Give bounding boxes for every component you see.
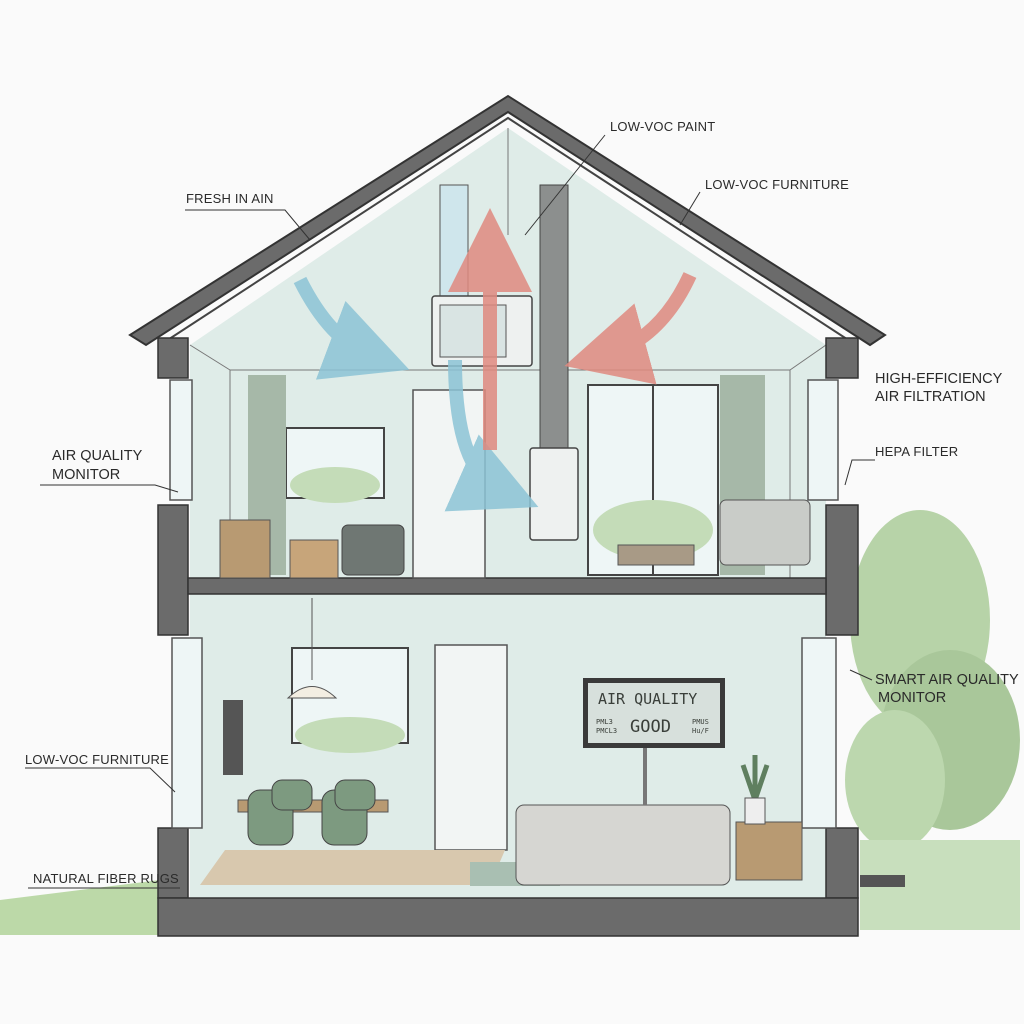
label-natural-fiber-rugs: NATURAL FIBER RUGS	[33, 871, 179, 886]
monitor-status: GOOD	[630, 717, 671, 737]
dining-chairs	[247, 779, 376, 846]
upper-door	[412, 389, 486, 579]
upper-sofa	[341, 524, 405, 576]
label-low-voc-paint: LOW-VOC PAINT	[610, 119, 715, 134]
sofa	[515, 804, 731, 886]
label-smart-monitor-line1: SMART AIR QUALITY	[875, 672, 1019, 688]
monitor-reading: Hu/F	[692, 727, 709, 735]
side-table	[289, 539, 339, 579]
shelf	[219, 519, 271, 579]
label-air-quality-monitor-line2: MONITOR	[52, 467, 120, 483]
label-air-quality-monitor-line1: AIR QUALITY	[52, 448, 143, 464]
bench-upper	[617, 544, 695, 566]
exhaust-duct	[539, 184, 569, 451]
airflow-arrows	[293, 208, 697, 512]
plant-pot	[744, 797, 766, 825]
hepa-filter-unit	[529, 447, 579, 541]
wall-art	[223, 700, 243, 775]
armchair	[719, 499, 811, 566]
leader-lines	[25, 134, 875, 889]
label-high-efficiency-line2: AIR FILTRATION	[875, 389, 986, 405]
side-windows	[169, 379, 839, 829]
label-fresh-air: FRESH IN AIN	[186, 191, 274, 206]
tv-cabinet	[735, 821, 803, 881]
monitor-reading: PML3	[596, 718, 613, 726]
rug-floor	[200, 850, 505, 885]
trees	[845, 510, 1020, 930]
lawn	[0, 880, 160, 935]
pendant-lamp	[286, 686, 338, 699]
lower-door	[434, 644, 508, 851]
label-smart-monitor-line2: MONITOR	[878, 690, 946, 706]
label-hepa-filter: HEPA FILTER	[875, 444, 958, 459]
smart-air-quality-monitor-screen: AIR QUALITY GOOD PML3 PMCL3 PMUS Hu/F	[583, 678, 725, 748]
monitor-title: AIR QUALITY	[598, 690, 697, 708]
label-low-voc-furniture-top: LOW-VOC FURNITURE	[705, 177, 849, 192]
fresh-air-duct	[439, 184, 469, 306]
roof	[128, 94, 887, 347]
bench	[860, 875, 905, 887]
label-high-efficiency-line1: HIGH-EFFICIENCY	[875, 371, 1003, 387]
monitor-reading: PMUS	[692, 718, 709, 726]
monitor-reading: PMCL3	[596, 727, 617, 735]
label-low-voc-furniture-bottom: LOW-VOC FURNITURE	[25, 752, 169, 767]
